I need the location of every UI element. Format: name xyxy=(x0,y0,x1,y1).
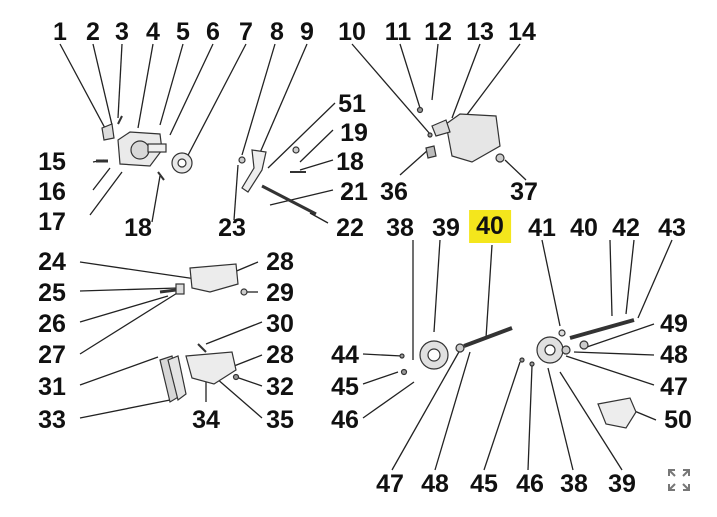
callout-label-26: 37 xyxy=(510,178,538,206)
callout-label-10: 10 xyxy=(338,18,366,46)
callout-label-15: 15 xyxy=(38,148,66,176)
callout-label-28: 28 xyxy=(266,248,294,276)
expand-icon[interactable] xyxy=(666,467,692,493)
callout-label-41: 39 xyxy=(432,214,460,242)
callout-label-48: 48 xyxy=(660,341,688,369)
callout-label-9: 9 xyxy=(300,18,314,46)
callout-label-24: 22 xyxy=(336,214,364,242)
callout-label-23: 23 xyxy=(218,214,246,242)
callout-label-49: 44 xyxy=(331,341,359,369)
callout-label-37: 33 xyxy=(38,406,66,434)
callout-label-21: 18 xyxy=(336,148,364,176)
callout-label-highlighted: 40 xyxy=(469,210,511,243)
callout-label-19: 51 xyxy=(338,90,366,118)
callout-label-14: 14 xyxy=(508,18,536,46)
callout-label-54: 47 xyxy=(376,470,404,498)
callout-label-30: 29 xyxy=(266,279,294,307)
callout-label-47: 49 xyxy=(660,310,688,338)
callout-label-1: 1 xyxy=(53,18,67,46)
callout-label-40: 38 xyxy=(386,214,414,242)
callout-label-38: 34 xyxy=(192,406,220,434)
callout-label-39: 35 xyxy=(266,406,294,434)
callout-label-25: 36 xyxy=(380,178,408,206)
callout-label-11: 11 xyxy=(384,18,412,46)
callout-label-45: 42 xyxy=(612,214,640,242)
callout-label-16: 16 xyxy=(38,178,66,206)
callout-label-46: 43 xyxy=(658,214,686,242)
callout-label-53: 50 xyxy=(664,406,692,434)
callout-label-33: 27 xyxy=(38,341,66,369)
callout-label-8: 8 xyxy=(270,18,284,46)
callout-label-20: 19 xyxy=(340,119,368,147)
callout-label-27: 24 xyxy=(38,248,66,276)
callout-label-43: 41 xyxy=(528,214,556,242)
callout-label-29: 25 xyxy=(38,279,66,307)
callout-label-12: 12 xyxy=(424,18,452,46)
callout-label-5: 5 xyxy=(176,18,190,46)
callout-label-2: 2 xyxy=(86,18,100,46)
callout-label-4: 4 xyxy=(146,18,160,46)
callout-label-56: 45 xyxy=(470,470,498,498)
callout-label-17: 17 xyxy=(38,208,66,236)
callout-label-6: 6 xyxy=(206,18,220,46)
callout-label-44: 40 xyxy=(570,214,598,242)
callout-label-13: 13 xyxy=(466,18,494,46)
callout-label-57: 46 xyxy=(516,470,544,498)
callout-label-59: 39 xyxy=(608,470,636,498)
callout-label-31: 26 xyxy=(38,310,66,338)
callout-label-18: 18 xyxy=(124,214,152,242)
callout-label-55: 48 xyxy=(421,470,449,498)
callout-label-35: 28 xyxy=(266,341,294,369)
callout-label-7: 7 xyxy=(239,18,253,46)
expand-icon-graphic xyxy=(668,469,690,491)
callout-label-36: 32 xyxy=(266,373,294,401)
callout-label-22: 21 xyxy=(340,178,368,206)
callout-label-52: 46 xyxy=(331,406,359,434)
callout-label-34: 31 xyxy=(38,373,66,401)
callout-label-51: 47 xyxy=(660,373,688,401)
callout-label-3: 3 xyxy=(115,18,129,46)
callout-label-50: 45 xyxy=(331,373,359,401)
callout-label-32: 30 xyxy=(266,310,294,338)
callout-label-58: 38 xyxy=(560,470,588,498)
